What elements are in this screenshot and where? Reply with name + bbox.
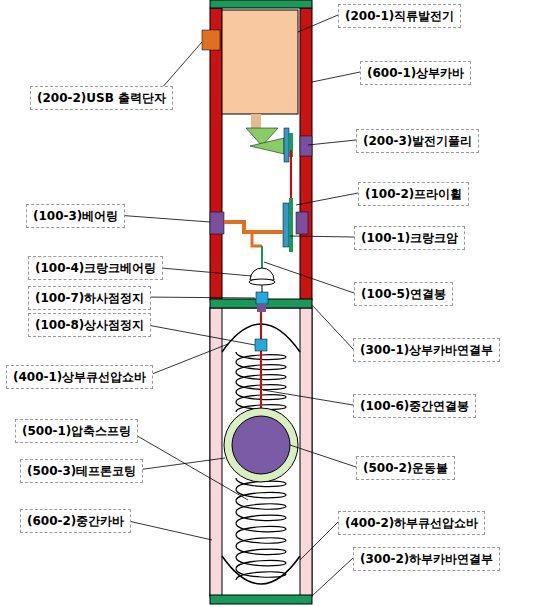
callout-label: (500-2)운동볼 <box>356 456 455 480</box>
spring-coil <box>236 489 286 500</box>
callout-label: (100-8)상사점정지 <box>28 313 151 337</box>
callout-label: (400-2)하부큐선압쇼바 <box>338 511 485 535</box>
callout-label: (500-3)테프론코팅 <box>20 459 143 483</box>
callout-label: (100-6)중간연결봉 <box>353 394 476 418</box>
callout-label: (100-4)크랑크베어링 <box>28 256 163 280</box>
callout-label: (200-2)USB 출력단자 <box>30 86 173 110</box>
callout-label: (500-1)압축스프링 <box>15 419 138 443</box>
callout-label: (100-5)연결봉 <box>354 282 453 306</box>
callout-label: (100-3)베어링 <box>26 204 125 228</box>
spring-coil <box>236 569 286 580</box>
spring-coil <box>236 535 286 546</box>
callout-label: (300-1)상부카바연결부 <box>353 338 500 362</box>
callout-label: (100-7)하사점정지 <box>28 286 151 310</box>
callout-label: (400-1)상부큐선압쇼바 <box>6 365 153 389</box>
spring-coil <box>236 501 286 512</box>
spring-coil <box>236 512 286 523</box>
callout-label: (100-1)크랑크암 <box>354 226 465 250</box>
callout-label: (600-2)중간카바 <box>20 509 131 533</box>
spring-coil <box>236 523 286 534</box>
callout-label: (200-1)직류발전기 <box>338 4 461 28</box>
callout-label: (200-3)발전기풀리 <box>356 129 479 153</box>
callout-label: (600-1)상부카바 <box>360 61 471 85</box>
callout-label: (100-2)프라이휠 <box>358 182 469 206</box>
callout-label: (300-2)하부카바연결부 <box>353 547 500 571</box>
spring-coil <box>236 557 286 568</box>
spring-coil <box>236 546 286 557</box>
